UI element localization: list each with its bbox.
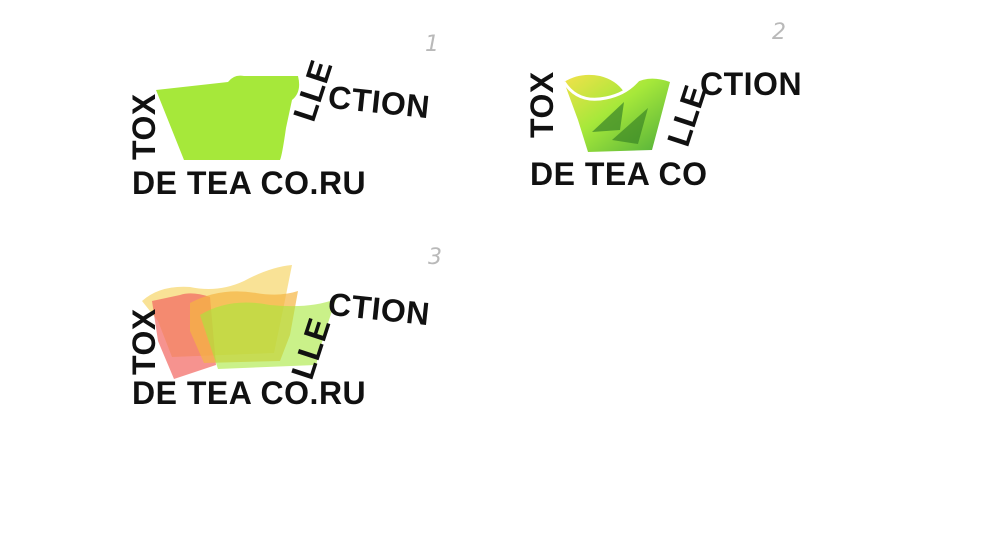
variant-number: 2 xyxy=(772,20,786,45)
tea-cup-icon xyxy=(156,75,300,160)
word-bottom: DE TEA CO.RU xyxy=(132,375,367,411)
word-tox: TOX xyxy=(524,71,560,138)
variant-number: 3 xyxy=(428,245,442,270)
logo-variant-1: 1 TOX LLE CTION DE TEA CO.RU xyxy=(120,30,439,210)
word-ction: CTION xyxy=(700,66,803,102)
logo-variant-3: 3 TOX LLE CTION DE TEA CO.RU xyxy=(120,245,442,425)
word-bottom: DE TEA CO xyxy=(530,156,708,192)
word-tox: TOX xyxy=(126,93,162,160)
layered-cups-icon xyxy=(142,265,336,379)
logo-variant-2: 2 TOX LLE CTION DE TEA CO xyxy=(520,20,830,200)
tea-leaf-icon xyxy=(562,74,670,152)
variant-number: 1 xyxy=(425,32,439,57)
word-tox: TOX xyxy=(126,308,162,375)
word-bottom: DE TEA CO.RU xyxy=(132,165,367,201)
